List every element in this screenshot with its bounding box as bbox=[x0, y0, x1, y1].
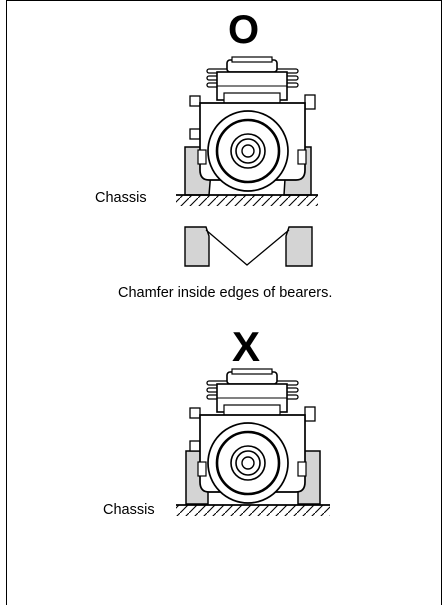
figure-frame bbox=[6, 0, 442, 605]
chamfer-caption: Chamfer inside edges of bearers. bbox=[118, 285, 333, 301]
correct-mark: O bbox=[228, 8, 260, 52]
engine-correct bbox=[188, 55, 317, 193]
chassis-beam-bottom bbox=[176, 505, 330, 516]
chamfer-detail bbox=[184, 226, 313, 267]
chamfer-indicator-lines bbox=[205, 229, 290, 266]
chassis-beam-top bbox=[176, 195, 318, 206]
incorrect-example bbox=[176, 367, 330, 516]
chamfer-bearer-right bbox=[285, 226, 313, 267]
chassis-label-bottom: Chassis bbox=[103, 502, 155, 518]
engine-incorrect bbox=[188, 367, 317, 505]
chamfer-bearer-left bbox=[184, 226, 210, 267]
chassis-label-top: Chassis bbox=[95, 190, 147, 206]
correct-example bbox=[176, 55, 318, 206]
incorrect-mark: X bbox=[232, 323, 261, 370]
